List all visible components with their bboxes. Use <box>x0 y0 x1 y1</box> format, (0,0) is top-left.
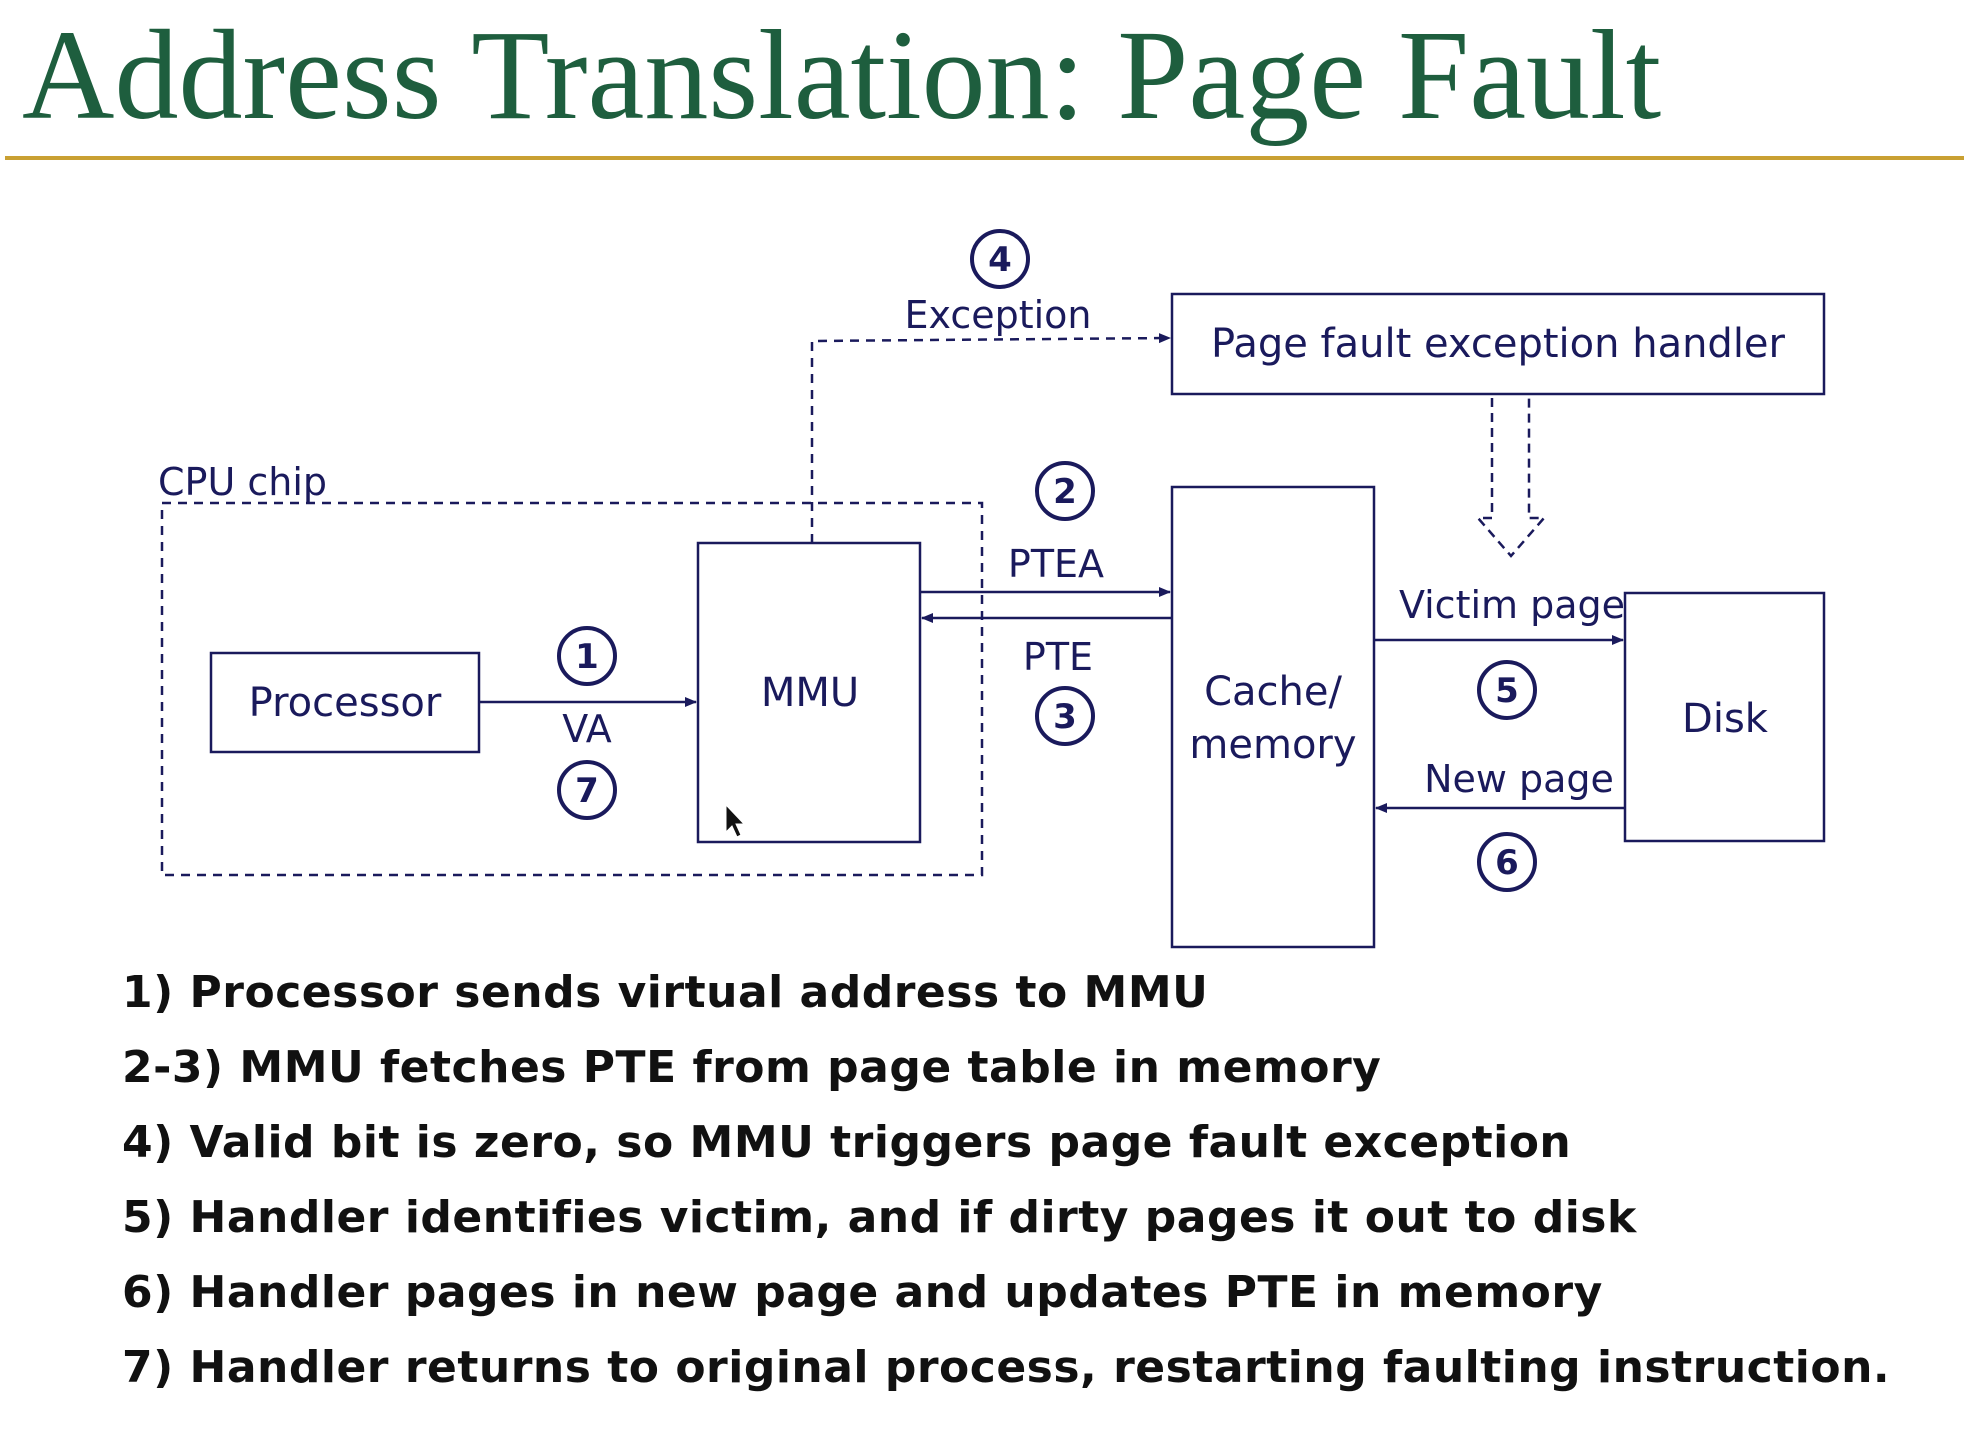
step-marker-7-text: 7 <box>575 771 599 811</box>
title-divider <box>5 156 1964 160</box>
exception-arrow <box>810 333 1171 543</box>
pte-label: PTE <box>1023 635 1093 679</box>
cache-memory-box <box>1170 485 1376 949</box>
disk-box <box>1623 591 1826 843</box>
list-item: 1) Processor sends virtual address to MM… <box>122 967 1209 1018</box>
list-item: 5) Handler identifies victim, and if dir… <box>122 1192 1637 1243</box>
slide-title: Address Translation: Page Fault <box>22 4 1662 146</box>
mouse-cursor-icon <box>725 803 746 838</box>
step-marker-3: 3 <box>1035 686 1095 746</box>
step-marker-5: 5 <box>1477 660 1537 720</box>
mmu-box <box>696 541 922 844</box>
step-marker-6-text: 6 <box>1495 843 1519 883</box>
mmu-label: MMU <box>761 670 859 716</box>
step-marker-3-text: 3 <box>1053 697 1077 737</box>
cache-memory-label-line2: memory <box>1189 722 1356 768</box>
step-marker-4-text: 4 <box>988 240 1012 280</box>
step-marker-2: 2 <box>1035 461 1095 521</box>
step-marker-1-text: 1 <box>575 637 599 677</box>
victim-page-label: Victim page <box>1399 583 1625 627</box>
step-marker-6: 6 <box>1477 832 1537 892</box>
list-item: 7) Handler returns to original process, … <box>122 1342 1891 1393</box>
handler-box <box>1170 292 1826 396</box>
new-page-label: New page <box>1424 757 1614 801</box>
steps-list: 1) Processor sends virtual address to MM… <box>122 960 1890 1410</box>
processor-label: Processor <box>249 680 442 726</box>
ptea-label: PTEA <box>1008 542 1104 586</box>
step-marker-7: 7 <box>557 760 617 820</box>
step-marker-1: 1 <box>557 626 617 686</box>
cache-memory-label-line1: Cache/ <box>1204 669 1342 715</box>
step-marker-2-text: 2 <box>1053 472 1077 512</box>
list-item: 6) Handler pages in new page and updates… <box>122 1267 1603 1318</box>
step-marker-4: 4 <box>970 229 1030 289</box>
processor-box <box>209 651 481 754</box>
step-marker-5-text: 5 <box>1495 671 1519 711</box>
handler-to-memory-arrow <box>1475 398 1547 558</box>
exception-label: Exception <box>904 293 1091 337</box>
cpu-chip-boundary <box>160 501 984 877</box>
disk-label: Disk <box>1682 696 1769 742</box>
va-label: VA <box>562 707 612 751</box>
list-item: 2-3) MMU fetches PTE from page table in … <box>122 1042 1382 1093</box>
handler-label: Page fault exception handler <box>1211 321 1786 367</box>
cpu-chip-label: CPU chip <box>158 460 327 504</box>
list-item: 4) Valid bit is zero, so MMU triggers pa… <box>122 1117 1572 1168</box>
